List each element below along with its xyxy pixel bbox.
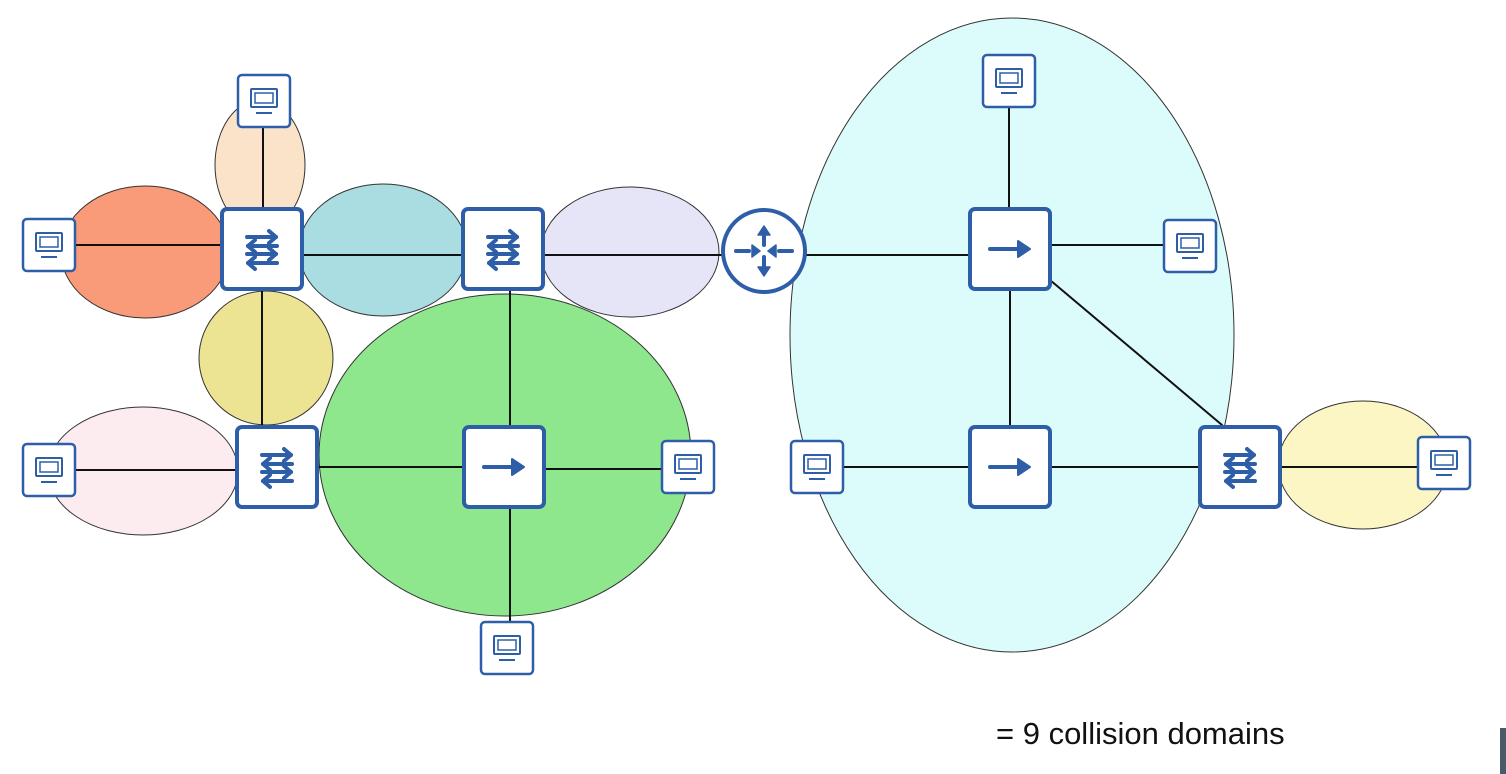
- hub-2[interactable]: [968, 207, 1052, 291]
- pc-8[interactable]: [789, 439, 845, 495]
- pc-7[interactable]: [1162, 218, 1218, 274]
- switch-2[interactable]: [461, 207, 545, 291]
- collision-domain-yellow: [198, 290, 334, 426]
- router[interactable]: [721, 208, 807, 294]
- pc-5[interactable]: [479, 620, 535, 676]
- corner-overlay: [1500, 728, 1506, 774]
- pc-2[interactable]: [21, 217, 77, 273]
- switch-1[interactable]: [220, 207, 304, 291]
- switch-3[interactable]: [235, 425, 319, 509]
- link-layer: [74, 106, 1420, 624]
- collision-domain-lavender: [540, 186, 720, 318]
- pc-3[interactable]: [21, 442, 77, 498]
- pc-9[interactable]: [1416, 435, 1472, 491]
- collision-domain-orange: [60, 185, 230, 319]
- pc-6[interactable]: [981, 53, 1037, 109]
- pc-1[interactable]: [236, 73, 292, 129]
- switch-4[interactable]: [1198, 425, 1282, 509]
- collision-domain-teal: [298, 183, 468, 317]
- hub-1[interactable]: [462, 425, 546, 509]
- pc-4[interactable]: [660, 439, 716, 495]
- collision-domain-cyan: [789, 17, 1235, 653]
- device-layer: [21, 53, 1472, 676]
- hub-3[interactable]: [968, 425, 1052, 509]
- collision-domain-count: = 9 collision domains: [996, 716, 1285, 751]
- link-hub2-sw4: [1049, 279, 1223, 426]
